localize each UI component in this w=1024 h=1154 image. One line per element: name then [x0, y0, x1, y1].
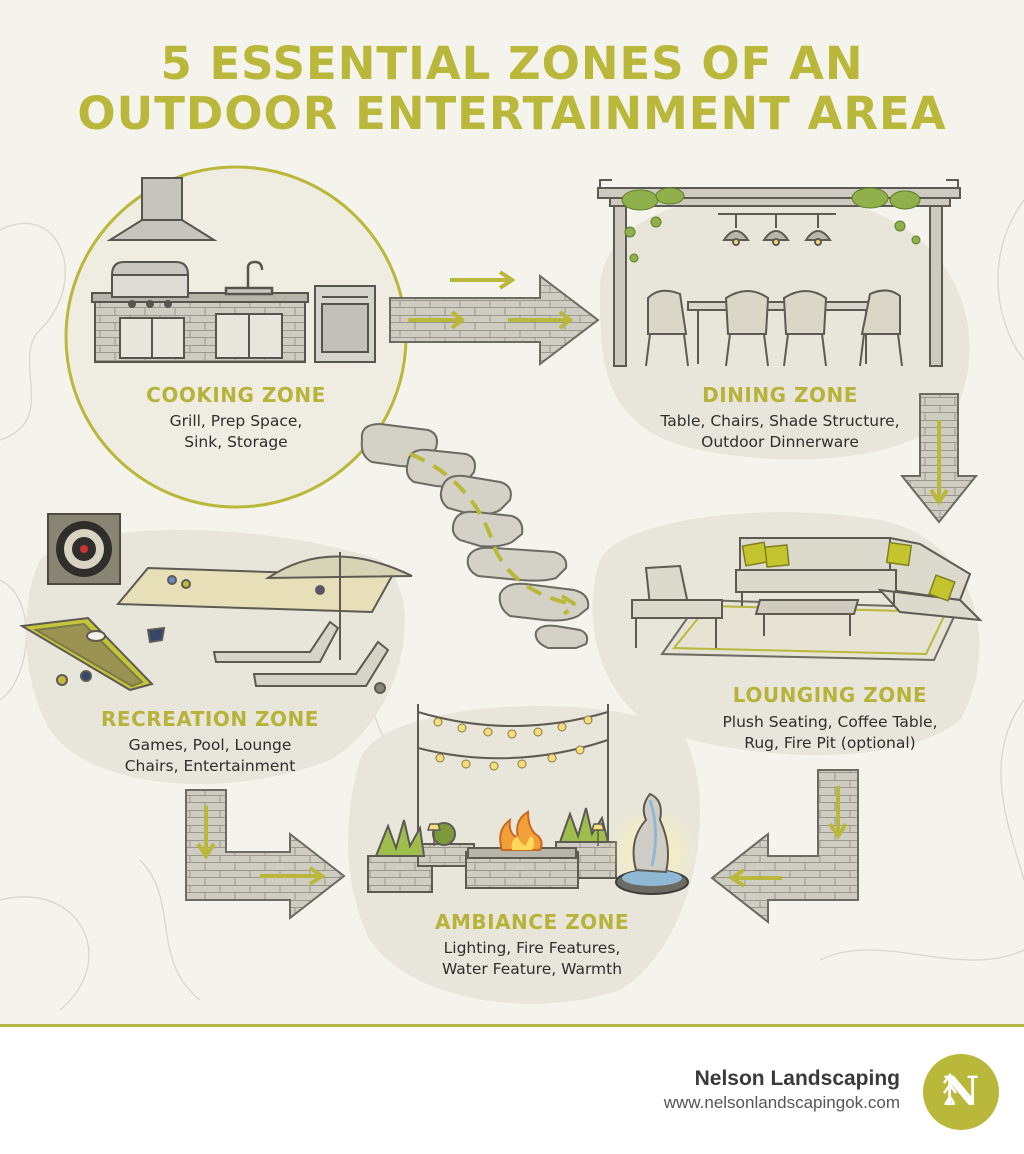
logo-letter: N [943, 1068, 980, 1115]
range-hood-icon [106, 177, 218, 241]
mini-fridge-icon [314, 285, 376, 363]
footer: Nelson Landscaping www.nelsonlandscaping… [0, 1027, 1024, 1154]
cooking-zone-title: COOKING ZONE [146, 383, 326, 407]
path-lights [426, 823, 606, 846]
dining-zone-title: DINING ZONE [702, 383, 858, 407]
ambiance-zone-desc-line1: Lighting, Fire Features, [443, 939, 621, 957]
flow-arrow-icon [710, 769, 859, 925]
pergola-icon [597, 179, 961, 367]
string-lights-icon [417, 704, 609, 860]
lounging-zone-title: LOUNGING ZONE [732, 683, 928, 707]
cushion-icons [741, 541, 956, 602]
illustration-canvas [0, 165, 1024, 1011]
logo-icon: N [923, 1054, 999, 1130]
brand-name: Nelson Landscaping [694, 1067, 900, 1090]
umbrella-icon [264, 552, 413, 660]
fire-pit-icon [465, 810, 579, 889]
page-title-line1: 5 ESSENTIAL ZONES OF AN [160, 37, 864, 90]
dartboard-icon [47, 513, 121, 585]
lounge-chair-icon [212, 620, 390, 694]
pendant-light-icon [718, 213, 836, 246]
dining-zone-desc-line2: Outdoor Dinnerware [701, 433, 859, 451]
flow-arrow-icon [185, 789, 346, 921]
faucet-icon [224, 260, 274, 296]
page-title-line2: OUTDOOR ENTERTAINMENT AREA [77, 87, 947, 140]
footer-divider [0, 1024, 1024, 1027]
recreation-zone-desc-line2: Chairs, Entertainment [124, 757, 296, 775]
armchair-icon [631, 564, 723, 648]
infographic-scene: 5 ESSENTIAL ZONES OF AN OUTDOOR ENTERTAI… [0, 37, 1024, 1011]
pergola-vines [621, 187, 921, 263]
ambiance-zone-title: AMBIANCE ZONE [435, 910, 629, 934]
coffee-table-icon [754, 599, 860, 636]
rug-icon [660, 598, 960, 662]
cornhole-board-icon [18, 616, 166, 692]
brand-url[interactable]: www.nelsonlandscapingok.com [663, 1093, 900, 1112]
cooking-zone-desc-line2: Sink, Storage [184, 433, 288, 451]
cooking-zone-desc-line1: Grill, Prep Space, [169, 412, 303, 430]
grill-icon [110, 261, 190, 308]
flow-arrow-icon [409, 452, 580, 616]
water-fountain-icon [606, 792, 698, 895]
recreation-zone-title: RECREATION ZONE [101, 707, 319, 731]
lounging-zone-desc-line2: Rug, Fire Pit (optional) [744, 734, 916, 752]
flow-arrow-icon [389, 270, 600, 367]
lounging-zone-desc-line1: Plush Seating, Coffee Table, [722, 713, 938, 731]
flow-arrow-icon [899, 393, 979, 524]
recreation-zone-desc-line1: Games, Pool, Lounge [128, 736, 292, 754]
outdoor-kitchen-counter [91, 292, 309, 363]
dining-chair-icon [645, 289, 903, 367]
dining-zone-desc-line1: Table, Chairs, Shade Structure, [660, 412, 900, 430]
ambiance-zone-desc-line2: Water Feature, Warmth [441, 960, 623, 978]
